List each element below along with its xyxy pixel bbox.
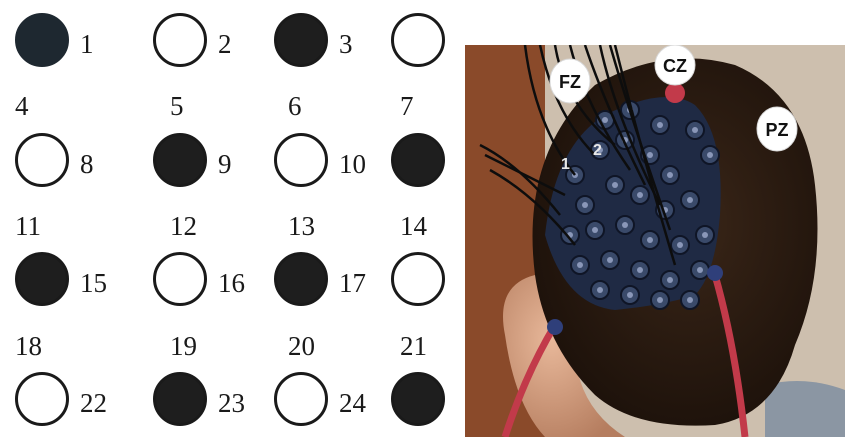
electrode-label: 16 <box>218 270 245 297</box>
electrode-circle <box>153 372 207 426</box>
cap-electrode-core <box>687 297 693 303</box>
electrode-gap-label: 7 <box>400 93 414 120</box>
electrode-circle <box>391 372 445 426</box>
electrode-circle <box>153 13 207 67</box>
cap-electrode-core <box>582 202 588 208</box>
electrode-gap-label: 18 <box>15 333 42 360</box>
electrode-circle <box>15 13 69 67</box>
cap-electrode-core <box>692 127 698 133</box>
pz-label: PZ <box>765 120 788 140</box>
cap-electrode-core <box>592 227 598 233</box>
cap-electrode-core <box>702 232 708 238</box>
cap-electrode-core <box>707 152 713 158</box>
electrode-circle <box>153 133 207 187</box>
cap-electrode-core <box>647 237 653 243</box>
electrode-gap-label: 20 <box>288 333 315 360</box>
cap-electrode-core <box>697 267 703 273</box>
electrode-label: 15 <box>80 270 107 297</box>
electrode-circle <box>391 13 445 67</box>
strap-buckle-right <box>707 265 723 281</box>
cap-electrode-core <box>687 197 693 203</box>
electrode-label: 1 <box>80 31 94 58</box>
electrode-gap-label: 6 <box>288 93 302 120</box>
electrode-circle <box>274 252 328 306</box>
electrode-circle <box>153 252 207 306</box>
cap-electrode-core <box>677 242 683 248</box>
cap-electrode-core <box>657 122 663 128</box>
electrode-circle <box>15 372 69 426</box>
eeg-cap-illustration: CZ FZ PZ 1 2 <box>465 45 845 437</box>
electrode-gap-label: 13 <box>288 213 315 240</box>
electrode-label: 2 <box>218 31 232 58</box>
electrode-gap-label: 12 <box>170 213 197 240</box>
electrode-label: 10 <box>339 151 366 178</box>
cz-label: CZ <box>663 56 687 76</box>
cap-electrode-core <box>607 257 613 263</box>
electrode-circle <box>274 133 328 187</box>
electrode-circle <box>391 252 445 306</box>
electrode-circle <box>15 252 69 306</box>
electrode-label: 24 <box>339 390 366 417</box>
electrode-circle <box>391 133 445 187</box>
electrode-circle <box>15 133 69 187</box>
cap-electrode-core <box>637 267 643 273</box>
electrode-label: 8 <box>80 151 94 178</box>
electrode-gap-label: 21 <box>400 333 427 360</box>
electrode-gap-label: 4 <box>15 93 29 120</box>
fz-label: FZ <box>559 72 581 92</box>
cap-electrode-core <box>657 297 663 303</box>
electrode-label: 17 <box>339 270 366 297</box>
electrode-circle <box>274 372 328 426</box>
shirt <box>765 381 845 437</box>
electrode-gap-label: 11 <box>15 213 41 240</box>
cap-electrode-core <box>647 152 653 158</box>
cap-electrode-core <box>577 262 583 268</box>
cap-electrode-core <box>612 182 618 188</box>
electrode-gap-label: 14 <box>400 213 427 240</box>
electrode-gap-label: 19 <box>170 333 197 360</box>
cap-electrode-core <box>597 287 603 293</box>
cap-electrode-core <box>602 117 608 123</box>
electrode-label: 3 <box>339 31 353 58</box>
eeg-cap-photo: CZ FZ PZ 1 2 <box>465 45 845 437</box>
strap-buckle-left <box>547 319 563 335</box>
electrode-label: 22 <box>80 390 107 417</box>
cap-label-2: 2 <box>593 142 602 159</box>
electrode-gap-label: 5 <box>170 93 184 120</box>
pz-marker: PZ <box>757 107 797 151</box>
cap-electrode-core <box>667 172 673 178</box>
cap-electrode-core <box>627 292 633 298</box>
electrode-label: 9 <box>218 151 232 178</box>
fz-marker: FZ <box>550 59 590 103</box>
cap-electrode-core <box>667 277 673 283</box>
cap-electrode-core <box>622 222 628 228</box>
cap-electrode-core <box>637 192 643 198</box>
electrode-circle <box>274 13 328 67</box>
electrode-label: 23 <box>218 390 245 417</box>
cap-label-1: 1 <box>561 156 570 173</box>
